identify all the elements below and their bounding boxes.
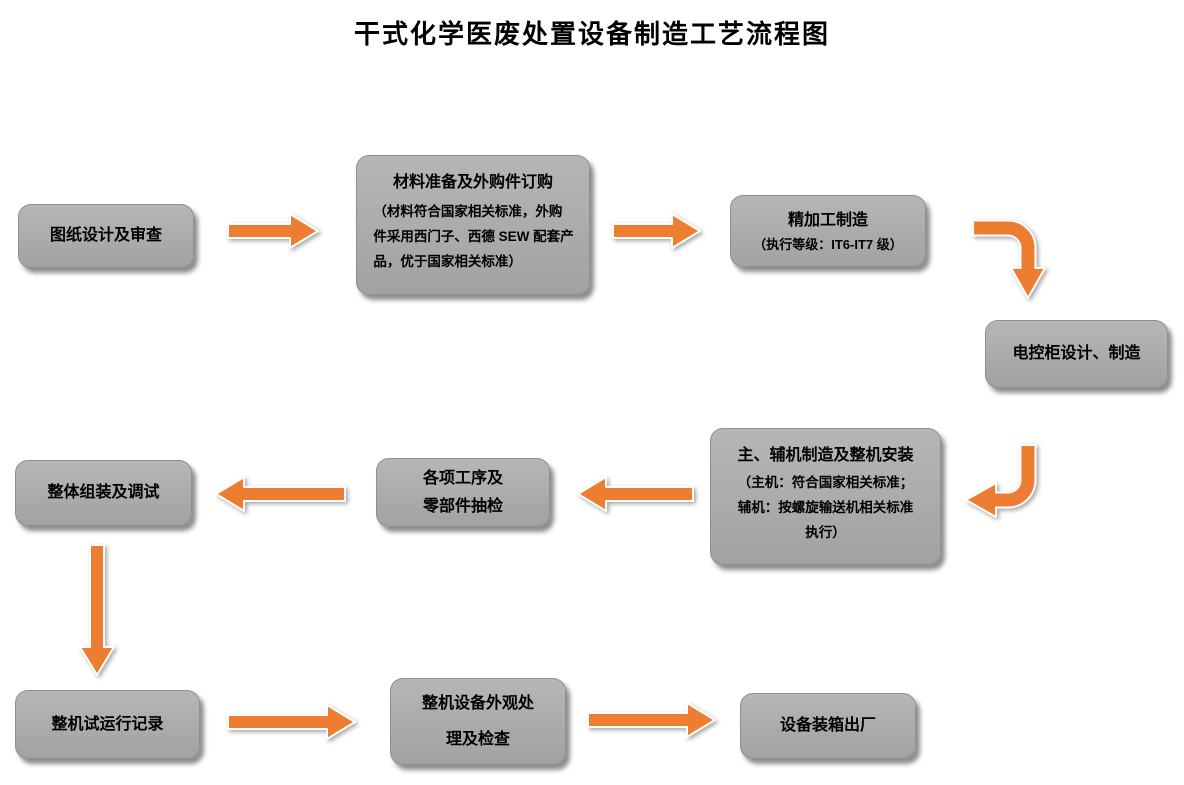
arrow-right-icon <box>227 704 356 740</box>
arrow-down-icon <box>79 544 115 676</box>
node-note: （主机：符合国家相关标准； 辅机：按螺旋输送机相关标准 执行） <box>737 474 914 540</box>
node-title: 各项工序及 零部件抽检 <box>422 470 503 515</box>
node-note: （材料符合国家相关标准，外购 件采用西门子、西德 SEW 配套产 品，优于国家相… <box>373 203 574 269</box>
node-title: 精加工制造 <box>787 212 868 230</box>
node-note: （执行等级：IT6-IT7 级） <box>753 236 903 252</box>
node-material-preparation: 材料准备及外购件订购 （材料符合国家相关标准，外购 件采用西门子、西德 SEW … <box>356 155 590 295</box>
node-title: 整机试运行记录 <box>51 715 164 733</box>
arrow-bend-left-icon <box>965 444 1037 518</box>
node-title: 图纸设计及审查 <box>49 227 162 245</box>
arrow-right-icon <box>227 213 319 249</box>
arrow-left-icon <box>215 476 346 512</box>
node-title: 整机设备外观处 理及检查 <box>421 695 534 748</box>
arrow-bend-down-icon <box>972 219 1046 299</box>
node-control-cabinet: 电控柜设计、制造 <box>985 320 1168 388</box>
node-drawing-design: 图纸设计及审查 <box>18 204 194 268</box>
node-precision-machining: 精加工制造 （执行等级：IT6-IT7 级） <box>730 195 926 267</box>
node-appearance-check: 整机设备外观处 理及检查 <box>390 678 566 765</box>
node-main-auxiliary-assembly: 主、辅机制造及整机安装 （主机：符合国家相关标准； 辅机：按螺旋输送机相关标准 … <box>710 428 941 565</box>
node-overall-assembly-debug: 整体组装及调试 <box>15 460 192 526</box>
node-title: 电控柜设计、制造 <box>1012 345 1141 363</box>
node-sampling-inspection: 各项工序及 零部件抽检 <box>376 458 550 527</box>
arrow-right-icon <box>612 213 701 249</box>
node-title: 整体组装及调试 <box>47 484 160 502</box>
node-title: 设备装箱出厂 <box>779 717 876 735</box>
node-packing-shipping: 设备装箱出厂 <box>740 693 916 759</box>
node-title: 主、辅机制造及整机安装 <box>737 447 914 464</box>
node-title: 材料准备及外购件订购 <box>392 174 553 191</box>
arrow-right-icon <box>587 702 716 738</box>
arrow-left-icon <box>577 476 694 512</box>
node-trial-run-record: 整机试运行记录 <box>15 690 200 759</box>
page-title: 干式化学医废处置设备制造工艺流程图 <box>353 19 830 49</box>
